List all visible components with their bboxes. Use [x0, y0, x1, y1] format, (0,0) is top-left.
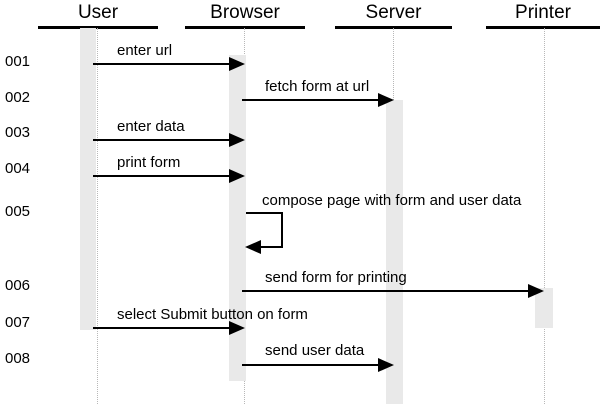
- lifeline-user: [97, 28, 99, 404]
- participant-rule-server: [335, 26, 452, 29]
- participant-header-browser[interactable]: Browser: [185, 2, 305, 24]
- message-label-008: send user data: [265, 342, 365, 359]
- message-arrowhead-004: [229, 169, 245, 183]
- message-arrowhead-001: [229, 57, 245, 71]
- message-label-006: send form for printing: [265, 269, 407, 286]
- message-label-002: fetch form at url: [265, 78, 370, 95]
- participant-header-printer[interactable]: Printer: [486, 2, 600, 24]
- row-label-005: 005: [5, 203, 31, 220]
- message-self-line-bottom-005[interactable]: [260, 246, 283, 248]
- activation-bar-printer: [535, 288, 553, 328]
- message-label-007: select Submit button on form: [117, 306, 308, 323]
- message-line-003[interactable]: [93, 139, 235, 141]
- message-arrowhead-007: [229, 321, 245, 335]
- participant-header-user[interactable]: User: [38, 2, 158, 24]
- participant-label-user: User: [77, 2, 119, 23]
- message-label-005: compose page with form and user data: [262, 192, 522, 209]
- message-line-002[interactable]: [242, 99, 384, 101]
- row-label-007: 007: [5, 314, 31, 331]
- message-arrowhead-008: [378, 358, 394, 372]
- message-arrowhead-005: [245, 240, 261, 254]
- message-line-006[interactable]: [242, 290, 534, 292]
- message-label-004: print form: [117, 154, 181, 171]
- message-arrowhead-002: [378, 93, 394, 107]
- message-self-line-top-005[interactable]: [246, 212, 283, 214]
- message-line-007[interactable]: [93, 327, 235, 329]
- activation-bar-user: [80, 28, 96, 330]
- message-line-001[interactable]: [93, 63, 235, 65]
- lifeline-printer: [544, 28, 546, 404]
- message-arrowhead-003: [229, 133, 245, 147]
- row-label-001: 001: [5, 53, 31, 70]
- message-line-004[interactable]: [93, 175, 235, 177]
- row-label-003: 003: [5, 124, 31, 141]
- participant-rule-printer: [486, 26, 600, 29]
- row-label-002: 002: [5, 89, 31, 106]
- message-label-003: enter data: [117, 118, 185, 135]
- participant-header-server[interactable]: Server: [335, 2, 452, 24]
- message-line-008[interactable]: [242, 364, 384, 366]
- participant-rule-user: [38, 26, 158, 29]
- participant-label-browser: Browser: [210, 2, 280, 23]
- message-arrowhead-006: [528, 284, 544, 298]
- row-label-008: 008: [5, 350, 31, 367]
- message-label-001: enter url: [117, 42, 173, 59]
- activation-bar-server: [386, 100, 403, 404]
- participant-rule-browser: [185, 26, 305, 29]
- row-label-006: 006: [5, 277, 31, 294]
- participant-label-printer: Printer: [515, 2, 571, 23]
- row-label-004: 004: [5, 160, 31, 177]
- participant-label-server: Server: [365, 2, 422, 23]
- message-self-line-right-005[interactable]: [281, 212, 283, 248]
